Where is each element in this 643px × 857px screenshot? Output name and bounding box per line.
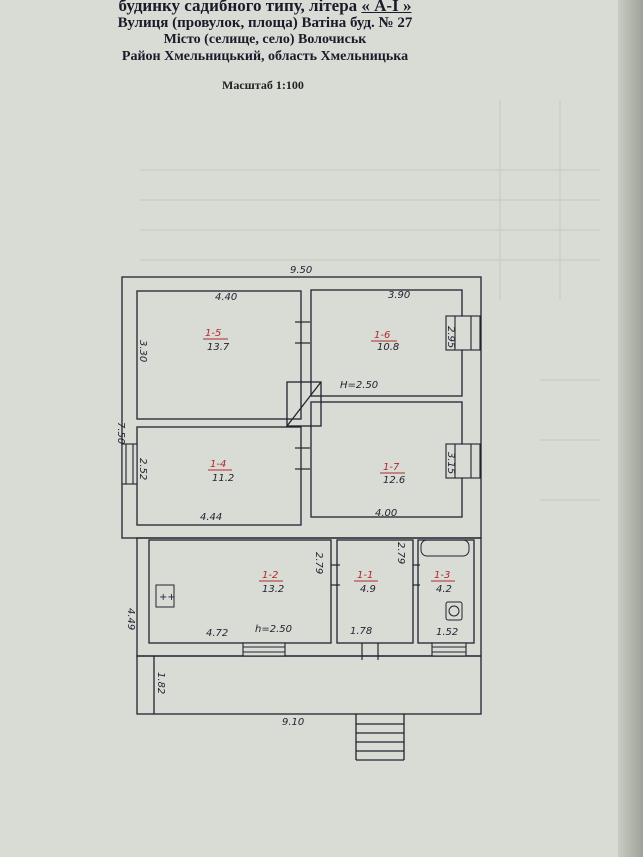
room-1-4-height: 2.52 <box>137 458 148 480</box>
header-building-type: будинку садибного типу, літера <box>118 0 358 15</box>
entrance-steps <box>355 714 405 761</box>
room-1-4-width: 4.44 <box>200 512 222 523</box>
toilet <box>445 601 463 621</box>
bathtub <box>420 539 470 557</box>
stove-block <box>286 381 322 427</box>
window-room-1-4 <box>121 443 138 485</box>
room-1-7-height: 3.15 <box>445 452 456 474</box>
room-1-4-id: 1-4 <box>210 459 226 470</box>
room-1-5-outline <box>136 290 302 420</box>
room-1-1-id: 1-1 <box>357 570 373 581</box>
room-1-2-width: 4.72 <box>206 628 228 639</box>
header-line-1: будинку садибного типу, літера « А-І » <box>0 0 530 16</box>
room-1-6-area: 10.8 <box>377 342 399 353</box>
door-marks <box>295 321 420 660</box>
room-1-2-height: 2.79 <box>313 552 324 574</box>
window-room-1-3 <box>431 642 467 657</box>
room-1-2-outline <box>148 539 332 644</box>
room-1-6-id: 1-6 <box>374 330 390 341</box>
stove-diagonal <box>286 381 322 427</box>
ceiling-height-upper: H=2.50 <box>340 380 378 391</box>
room-1-3-area: 4.2 <box>436 584 452 595</box>
room-1-7-id: 1-7 <box>383 462 400 473</box>
overall-height-dim: 7.50 <box>115 422 126 444</box>
header-letter: « А-І » <box>361 0 412 15</box>
room-1-2-area: 13.2 <box>262 584 284 595</box>
header-line-2: Вулиця (провулок, площа) Ватіна буд. № 2… <box>117 15 413 31</box>
overall-width-dim: 9.50 <box>290 265 312 276</box>
room-1-3-width: 1.52 <box>436 627 458 638</box>
terrace-height-dim: 1.82 <box>155 672 166 694</box>
room-1-7-width: 4.00 <box>375 508 397 519</box>
header-line-4: Район Хмельницький, область Хмельницька <box>121 49 409 64</box>
room-1-5-height: 3.30 <box>137 340 148 362</box>
window-room-1-7 <box>445 443 481 479</box>
room-1-3-id: 1-3 <box>434 570 450 581</box>
terrace-width-dim: 9.10 <box>282 717 304 728</box>
room-1-2-id: 1-2 <box>262 570 278 581</box>
window-room-1-2 <box>242 642 286 657</box>
room-1-6-height: 2.95 <box>445 326 456 348</box>
room-1-1-width: 1.78 <box>350 626 372 637</box>
room-1-4-area: 11.2 <box>212 473 234 484</box>
room-1-5-id: 1-5 <box>205 328 221 339</box>
room-1-7-outline <box>310 401 463 518</box>
windows <box>121 315 481 657</box>
header-line-3: Місто (селище, село) Волочиськ <box>163 32 367 47</box>
terrace-outline <box>136 655 482 715</box>
ceiling-height-lower: h=2.50 <box>255 624 292 635</box>
room-1-5-area: 13.7 <box>207 342 230 353</box>
annex-height-dim: 4.49 <box>125 608 136 630</box>
room-1-1-outline <box>336 539 414 644</box>
room-1-6-width: 3.90 <box>388 290 410 301</box>
scale-label: Масштаб 1:100 <box>222 78 304 92</box>
window-room-1-6 <box>445 315 481 351</box>
bath-fixtures <box>155 539 470 621</box>
room-1-1-height: 2.79 <box>395 542 406 564</box>
stove-symbol-text: ++ <box>159 592 176 603</box>
stove-symbol <box>155 584 175 608</box>
room-1-7-area: 12.6 <box>383 475 405 486</box>
page-shadow <box>618 0 643 857</box>
room-1-1-area: 4.9 <box>360 584 376 595</box>
room-1-5-width: 4.40 <box>215 292 237 303</box>
paper-grid <box>140 100 600 501</box>
